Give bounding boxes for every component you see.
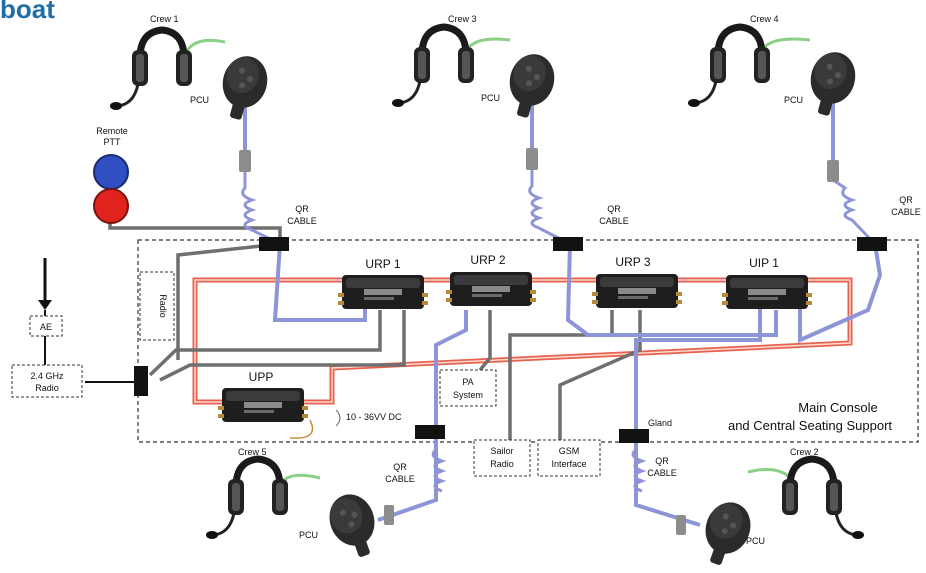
- ae-label: AE: [40, 322, 52, 332]
- qr-plugs: [239, 148, 839, 535]
- gsm-interface-line1: GSM: [559, 446, 580, 456]
- radio-24-line2: Radio: [35, 383, 59, 393]
- remote-ptt-line2: PTT: [104, 137, 122, 147]
- radio-box-label: Radio: [158, 294, 168, 318]
- urp-2-label: URP 2: [470, 253, 505, 267]
- main-console-line1: Main Console: [798, 400, 878, 415]
- crew-1-headset-icon: [110, 30, 192, 110]
- qr-connector-3: [553, 237, 583, 251]
- crew-2-pcu-icon: [694, 496, 758, 572]
- sailor-radio-line2: Radio: [490, 459, 514, 469]
- gland-label: Gland: [648, 418, 672, 428]
- qr-label-3-line1: QR: [607, 204, 621, 214]
- qr-label-5-line2: CABLE: [385, 474, 415, 484]
- upp-unit: [218, 388, 308, 422]
- power-loop: [192, 277, 853, 405]
- power-feed: [289, 419, 314, 439]
- coil-cables: [241, 170, 877, 493]
- crew-4-headset-icon: [688, 27, 770, 107]
- qr-label-2-line2: CABLE: [647, 468, 677, 478]
- urp-1-label: URP 1: [365, 257, 400, 271]
- pcu-label-crew-5: PCU: [299, 530, 318, 540]
- urp-1-unit: [338, 275, 428, 309]
- pcu-label-crew-1: PCU: [190, 95, 209, 105]
- crew-2-headset-icon: [782, 459, 864, 539]
- qr-connector-5: [415, 425, 445, 439]
- urp-2-unit: [446, 272, 536, 306]
- pcu-label-crew-3: PCU: [481, 93, 500, 103]
- pa-system-line1: PA: [462, 377, 473, 387]
- crew-3-headset-icon: [392, 27, 474, 107]
- uip-1-label: UIP 1: [749, 256, 779, 270]
- radio-box: [139, 271, 175, 341]
- sailor-radio-line1: Sailor: [490, 446, 513, 456]
- crew-5-label: Crew 5: [238, 447, 267, 457]
- crew-4-label: Crew 4: [750, 14, 779, 24]
- power-label: 10 - 36VV DC: [346, 412, 402, 422]
- page-title: boat: [0, 0, 55, 24]
- gsm-interface-line2: Interface: [551, 459, 586, 469]
- gsm-interface-box: [537, 439, 601, 477]
- qr-label-1-line2: CABLE: [287, 216, 317, 226]
- qr-label-2-line1: QR: [655, 456, 669, 466]
- ptt-red-button: [93, 188, 129, 224]
- qr-label-1-line1: QR: [295, 204, 309, 214]
- sailor-radio-box: [473, 439, 531, 477]
- crew-5-pcu-icon: [322, 488, 386, 564]
- qr-label-4-line1: QR: [899, 195, 913, 205]
- crew-5-headset-icon: [206, 459, 288, 539]
- remote-ptt-line1: Remote: [96, 126, 128, 136]
- urp-3-label: URP 3: [615, 255, 650, 269]
- ae-box: [29, 315, 63, 337]
- qr-label-4-line2: CABLE: [891, 207, 921, 217]
- crew-2-label: Crew 2: [790, 447, 819, 457]
- radio-connector: [134, 366, 148, 396]
- qr-label-5-line1: QR: [393, 462, 407, 472]
- urp-3-unit: [592, 274, 682, 308]
- main-console-line2: and Central Seating Support: [728, 418, 892, 433]
- qr-label-3-line2: CABLE: [599, 216, 629, 226]
- radio-24-line1: 2.4 GHz: [30, 371, 64, 381]
- qr-connector-4: [857, 237, 887, 251]
- antenna-icon: [38, 258, 140, 383]
- pa-system-line2: System: [453, 390, 483, 400]
- pcu-label-crew-4: PCU: [784, 95, 803, 105]
- upp-label: UPP: [249, 370, 274, 384]
- radio-24-box: [11, 364, 83, 398]
- pa-system-box: [439, 369, 497, 407]
- pcu-label-crew-2: PCU: [746, 536, 765, 546]
- uip-1-unit: [722, 275, 812, 309]
- qr-connector-1: [259, 237, 289, 251]
- power-bracket: [335, 409, 341, 427]
- crew-1-label: Crew 1: [150, 14, 179, 24]
- crew-3-label: Crew 3: [448, 14, 477, 24]
- ptt-blue-button: [93, 154, 129, 190]
- qr-connector-2: [619, 429, 649, 443]
- grey-cables: [108, 212, 642, 440]
